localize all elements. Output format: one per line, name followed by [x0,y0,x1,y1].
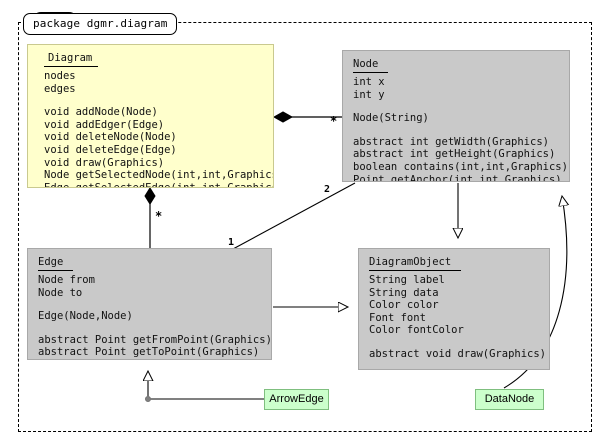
field: int y [353,88,385,101]
field: String label [369,274,445,286]
method: void addNode(Node) [44,106,158,119]
class-name-node: Node [353,58,389,73]
class-box-arrowedge[interactable]: ArrowEdge [264,389,329,410]
class-name-diagramobject: DiagramObject [369,256,462,271]
method: Node getSelectedNode(int,int,Graphics) [44,169,274,182]
method: abstract void draw(Graphics) [369,347,547,360]
field: String data [369,286,439,299]
method: void deleteNode(Node) [44,131,177,144]
class-box-diagram[interactable]: Diagram nodes edges void addNode(Node) v… [27,44,274,188]
method: boolean contains(int,int,Graphics) [353,160,568,173]
member-list-node: int x int y Node(String) abstract int ge… [353,76,568,182]
field: nodes [44,70,76,82]
method: abstract Point getFromPoint(Graphics) [38,333,272,346]
method: void addEdger(Edge) [44,118,165,131]
member-separator [353,125,561,136]
method: abstract int getHeight(Graphics) [353,148,556,161]
class-box-datanode[interactable]: DataNode [475,389,544,410]
package-label: package dgmr.diagram [23,13,178,35]
multiplicity-diagram-edge: * [155,209,163,223]
class-box-edge[interactable]: Edge Node from Node to Edge(Node,Node) a… [27,248,272,360]
member-list-edge: Node from Node to Edge(Node,Node) abstra… [38,274,272,359]
class-name-diagram: Diagram [44,52,99,67]
member-list-diagramobject: String label String data Color color Fon… [369,274,547,361]
multiplicity-diagram-node: * [330,114,338,128]
method: void draw(Graphics) [44,156,165,169]
method: abstract int getWidth(Graphics) [353,135,549,148]
constructor: Edge(Node,Node) [38,310,133,323]
package-frame [18,22,592,432]
member-list-diagram: nodes edges void addNode(Node) void addE… [44,70,274,188]
member-separator [369,337,541,348]
member-separator [44,95,265,106]
class-box-diagramobject[interactable]: DiagramObject String label String data C… [358,248,550,370]
multiplicity-edge-from: 1 [228,237,235,248]
method: abstract Point getToPoint(Graphics) [38,346,260,359]
field: Color fontColor [369,324,464,337]
multiplicity-edge-to: 2 [324,184,331,195]
class-name-edge: Edge [38,256,74,271]
field: edges [44,82,76,95]
field: Node to [38,286,83,299]
field: Node from [38,274,95,286]
method: void deleteEdge(Edge) [44,143,177,156]
field: Color color [369,299,439,312]
field: int x [353,76,385,88]
member-separator [353,101,561,112]
field: Font font [369,311,426,324]
method: Point getAnchor(int,int,Graphics) [353,173,562,182]
member-separator [38,299,263,310]
constructor: Node(String) [353,112,429,125]
member-separator [38,323,263,334]
method: Edge getSelectedEdge(int,int,Graphics) [44,181,274,188]
class-box-node[interactable]: Node int x int y Node(String) abstract i… [342,50,570,182]
